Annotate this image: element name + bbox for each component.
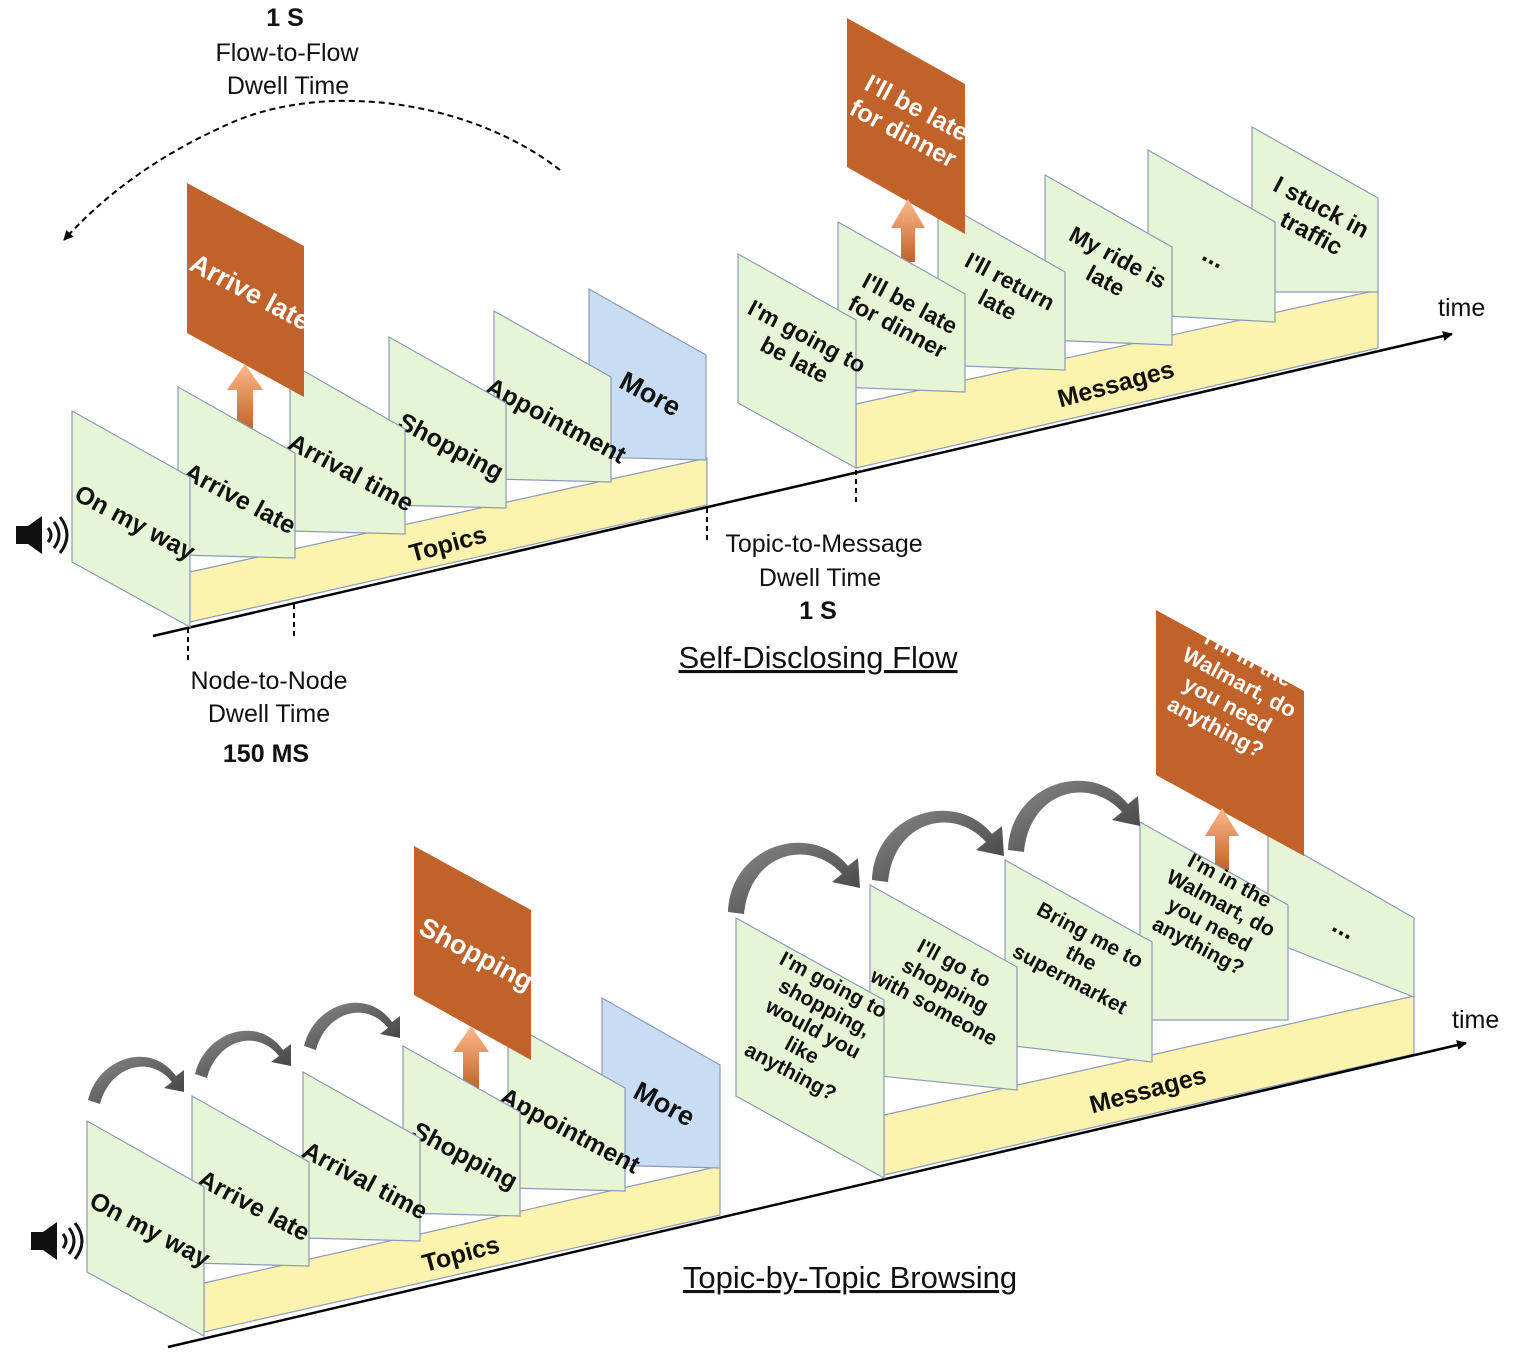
speaker-icon[interactable] [16, 516, 69, 554]
topic-card-arrival-time[interactable]: Arrival time [283, 361, 418, 535]
message-card-ellipsis[interactable]: ... [1267, 832, 1415, 998]
time-axis [152, 331, 1453, 638]
topic-card-shopping[interactable]: Shopping [402, 1044, 522, 1217]
browse-arrow-icon [304, 1002, 400, 1050]
message-card-walmart[interactable]: I'm in the Walmart, doyou needanything? [1139, 820, 1290, 1021]
flow-title: Self-Disclosing Flow [678, 640, 958, 675]
message-card-return-late[interactable]: I'll returnlate [937, 198, 1066, 371]
node-to-node-line2: Dwell Time [208, 700, 330, 728]
arrow-up-icon [227, 364, 263, 430]
time-label: time [1438, 294, 1485, 322]
topic-to-message-line2: Dwell Time [759, 564, 881, 592]
topic-card-arrive-late[interactable]: Arrive late [177, 385, 300, 559]
topic-by-topic-browsing: Topics Messages time More Appointment Sh… [31, 610, 1499, 1349]
topic-card-shopping[interactable]: Shopping [388, 335, 508, 509]
topic-card-on-my-way[interactable]: On my way [70, 409, 200, 629]
topic-card-more[interactable]: More [601, 996, 721, 1169]
topic-card-on-my-way[interactable]: On my way [85, 1119, 215, 1338]
browse-arrow-icon [1008, 780, 1140, 852]
message-card-ellipsis[interactable]: ... [1147, 148, 1276, 323]
browse-arrow-icon [88, 1056, 184, 1104]
topic-card-more[interactable]: More [588, 287, 707, 461]
topic-to-message-line1: Topic-to-Message [725, 530, 922, 558]
time-label: time [1452, 1006, 1499, 1034]
self-disclosing-flow: Topics Messages time More Appointment Sh… [16, 4, 1485, 768]
arrow-up-icon [1205, 808, 1239, 870]
speaker-icon[interactable] [31, 1222, 84, 1260]
topic-card-appointment[interactable]: Appointment [481, 309, 631, 483]
topic-card-arrival-time[interactable]: Arrival time [297, 1070, 432, 1242]
browse-arrow-icon [872, 810, 1004, 882]
node-to-node-line1: Node-to-Node [190, 667, 347, 695]
browse-arrow-icon [195, 1030, 291, 1078]
time-axis [167, 1040, 1467, 1349]
browse-arrow-icon [728, 842, 860, 914]
topic-card-arrive-late[interactable]: Arrive late [191, 1094, 314, 1267]
arrow-up-icon [891, 199, 925, 262]
message-card-supermarket[interactable]: Bring me to thesupermarket [1004, 858, 1153, 1063]
message-card-shopping-with-someone[interactable]: I'll go to shoppingwith someone [866, 883, 1024, 1091]
selected-message-popup: I'm in the Walmart, doyou needanything? [1156, 610, 1304, 856]
arrow-up-icon [453, 1026, 489, 1090]
topic-to-message-value: 1 S [799, 597, 837, 625]
selected-topic-popup: Arrive late [185, 183, 316, 397]
flow-to-flow-arc [63, 99, 561, 241]
selected-message-popup: I'll be latefor dinner [845, 18, 973, 234]
flow-to-flow-line1: Flow-to-Flow [215, 39, 359, 67]
node-to-node-value: 150 MS [223, 740, 309, 768]
flow-to-flow-value: 1 S [266, 4, 304, 32]
browsing-title: Topic-by-Topic Browsing [683, 1260, 1017, 1295]
message-card-going-to-shopping[interactable]: I'm going to shopping,would youlikeanyth… [730, 916, 896, 1180]
selected-topic-popup: Shopping [414, 846, 538, 1060]
flow-to-flow-line2: Dwell Time [227, 72, 349, 100]
